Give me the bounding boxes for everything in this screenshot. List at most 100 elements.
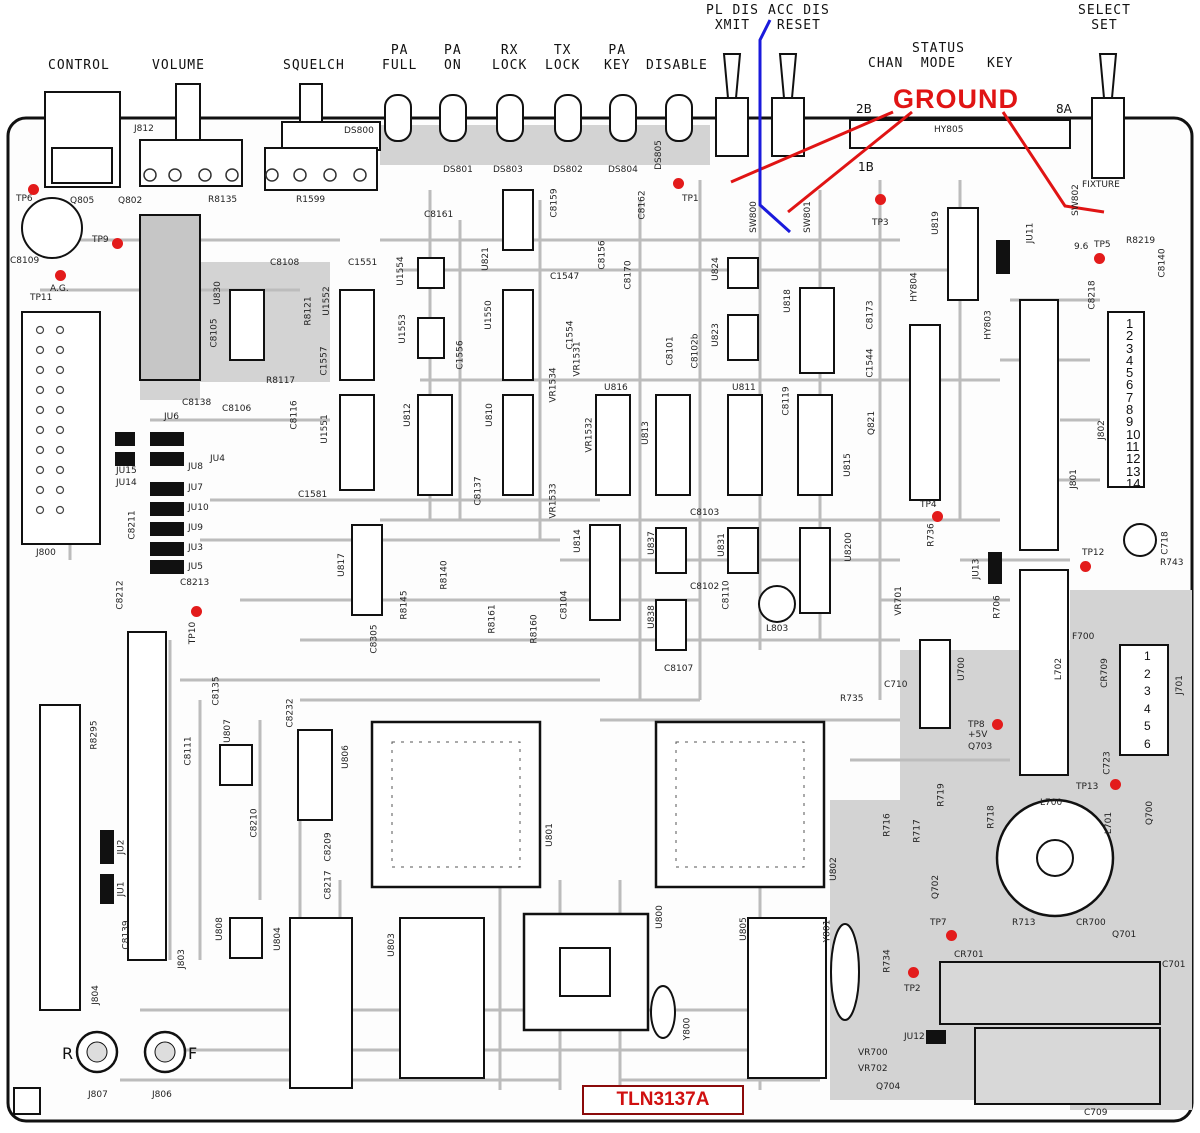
ref-vr700: VR700: [858, 1048, 888, 1058]
ref-c8162: C8162: [637, 190, 648, 220]
ref-hy803: HY803: [983, 310, 994, 340]
label-volume: VOLUME: [152, 58, 205, 73]
blue-wire: [758, 19, 792, 234]
ref-ds803: DS803: [493, 165, 523, 175]
label-rx-lock: RX LOCK: [492, 43, 528, 73]
ref-r716: R716: [882, 813, 893, 837]
ref-l700: L700: [1040, 798, 1063, 808]
ref-ju10: JU10: [188, 503, 209, 513]
ref-u700: U700: [956, 657, 967, 681]
ref-u807: U807: [222, 719, 233, 743]
ref-u817: U817: [336, 553, 347, 577]
ref-c1544: C1544: [865, 348, 876, 378]
misc-ag-1: A.G.: [50, 284, 69, 294]
ref-ds802: DS802: [553, 165, 583, 175]
ref-u1551: U1551: [319, 414, 330, 444]
test-point-tp9: [112, 238, 123, 249]
ref-ju8: JU8: [188, 462, 203, 472]
ref-c8111: C8111: [183, 736, 194, 766]
ref-u815: U815: [842, 453, 853, 477]
ref-r8121: R8121: [303, 296, 314, 326]
ref-r1599: R1599: [296, 195, 326, 205]
ref-c8103: C8103: [690, 508, 720, 518]
ref-r718: R718: [986, 805, 997, 829]
ref-u1553: U1553: [397, 314, 408, 344]
ref-u813: U813: [640, 421, 651, 445]
ref-l803: L803: [766, 624, 789, 634]
ref-c1547: C1547: [550, 272, 580, 282]
ref-u802: U802: [828, 857, 839, 881]
ref-vr1534: VR1534: [548, 367, 559, 403]
ref-u838: U838: [646, 605, 657, 629]
ref-r8135: R8135: [208, 195, 238, 205]
ref-q703: Q703: [968, 742, 993, 752]
ref-c8101: C8101: [665, 336, 676, 366]
label-select-set: SELECT SET: [1078, 3, 1131, 33]
ref-tp13: TP13: [1076, 782, 1099, 792]
model-number-box: TLN3137A: [582, 1085, 744, 1115]
ref-tp12: TP12: [1082, 548, 1105, 558]
ref-c8119: C8119: [781, 386, 792, 416]
ref-u1552: U1552: [321, 286, 332, 316]
ref-r736: R736: [926, 523, 937, 547]
ref-ju5: JU5: [188, 562, 203, 572]
ref-r8219: R8219: [1126, 236, 1156, 246]
misc-2b: 2B: [856, 102, 872, 116]
ref-r735: R735: [840, 694, 864, 704]
ref-c8156: C8156: [597, 240, 608, 270]
ref-c8170: C8170: [623, 260, 634, 290]
misc-1b: 1B: [858, 160, 874, 174]
ref-u831: U831: [716, 533, 727, 557]
ref-r8160: R8160: [529, 614, 540, 644]
label-control: CONTROL: [48, 58, 110, 73]
ref-u830: U830: [212, 281, 223, 305]
ref-u814: U814: [572, 529, 583, 553]
ref-u1550: U1550: [483, 300, 494, 330]
jumpers: [100, 240, 1010, 1044]
ref-j802: J802: [1096, 420, 1107, 440]
ref-sw800: SW800: [748, 201, 759, 233]
ref-c8102b: C8102b: [690, 333, 701, 369]
ref-j800: J800: [36, 548, 56, 558]
label-pa-full: PA FULL: [382, 43, 418, 73]
ref-c8138: C8138: [182, 398, 212, 408]
ref-u818: U818: [782, 289, 793, 313]
ref-ju7: JU7: [188, 483, 203, 493]
ref-c8211: C8211: [127, 510, 138, 540]
ref-tp9: TP9: [92, 235, 109, 245]
ref-c8139: C8139: [121, 920, 132, 950]
ref-u824: U824: [710, 257, 721, 281]
ref-j806: J806: [152, 1090, 172, 1100]
ref-c718: C718: [1160, 531, 1171, 555]
ref-r734: R734: [882, 949, 893, 973]
ref-j807: J807: [88, 1090, 108, 1100]
ref-c709: C709: [1084, 1108, 1108, 1118]
ref-c8218: C8218: [1087, 280, 1098, 310]
ref-cr709: CR709: [1099, 658, 1110, 688]
ref-c8305: C8305: [369, 624, 380, 654]
ref-cr700: CR700: [1076, 918, 1106, 928]
ref-c723: C723: [1102, 751, 1113, 775]
ground-wires: [730, 110, 1105, 214]
label-disable: DISABLE: [646, 58, 708, 73]
ref-tp10: TP10: [188, 621, 199, 645]
ref-c8135: C8135: [211, 676, 222, 706]
ref-c1581: C1581: [298, 490, 328, 500]
test-point-tp11: [55, 270, 66, 281]
ref-vr1533: VR1533: [548, 483, 559, 519]
test-point-tp5: [1094, 253, 1105, 264]
pads: [143, 168, 367, 182]
ref-u837: U837: [646, 531, 657, 555]
ref-r713: R713: [1012, 918, 1036, 928]
test-point-tp13: [1110, 779, 1121, 790]
ref-r8145: R8145: [399, 590, 410, 620]
ref-ds805: DS805: [653, 140, 664, 170]
ref-c8232: C8232: [285, 698, 296, 728]
ref-q702: Q702: [931, 874, 942, 900]
ref-q701: Q701: [1112, 930, 1137, 940]
ref-r719: R719: [936, 783, 947, 807]
ref-u804: U804: [272, 927, 283, 951]
ref-c8106: C8106: [222, 404, 252, 414]
